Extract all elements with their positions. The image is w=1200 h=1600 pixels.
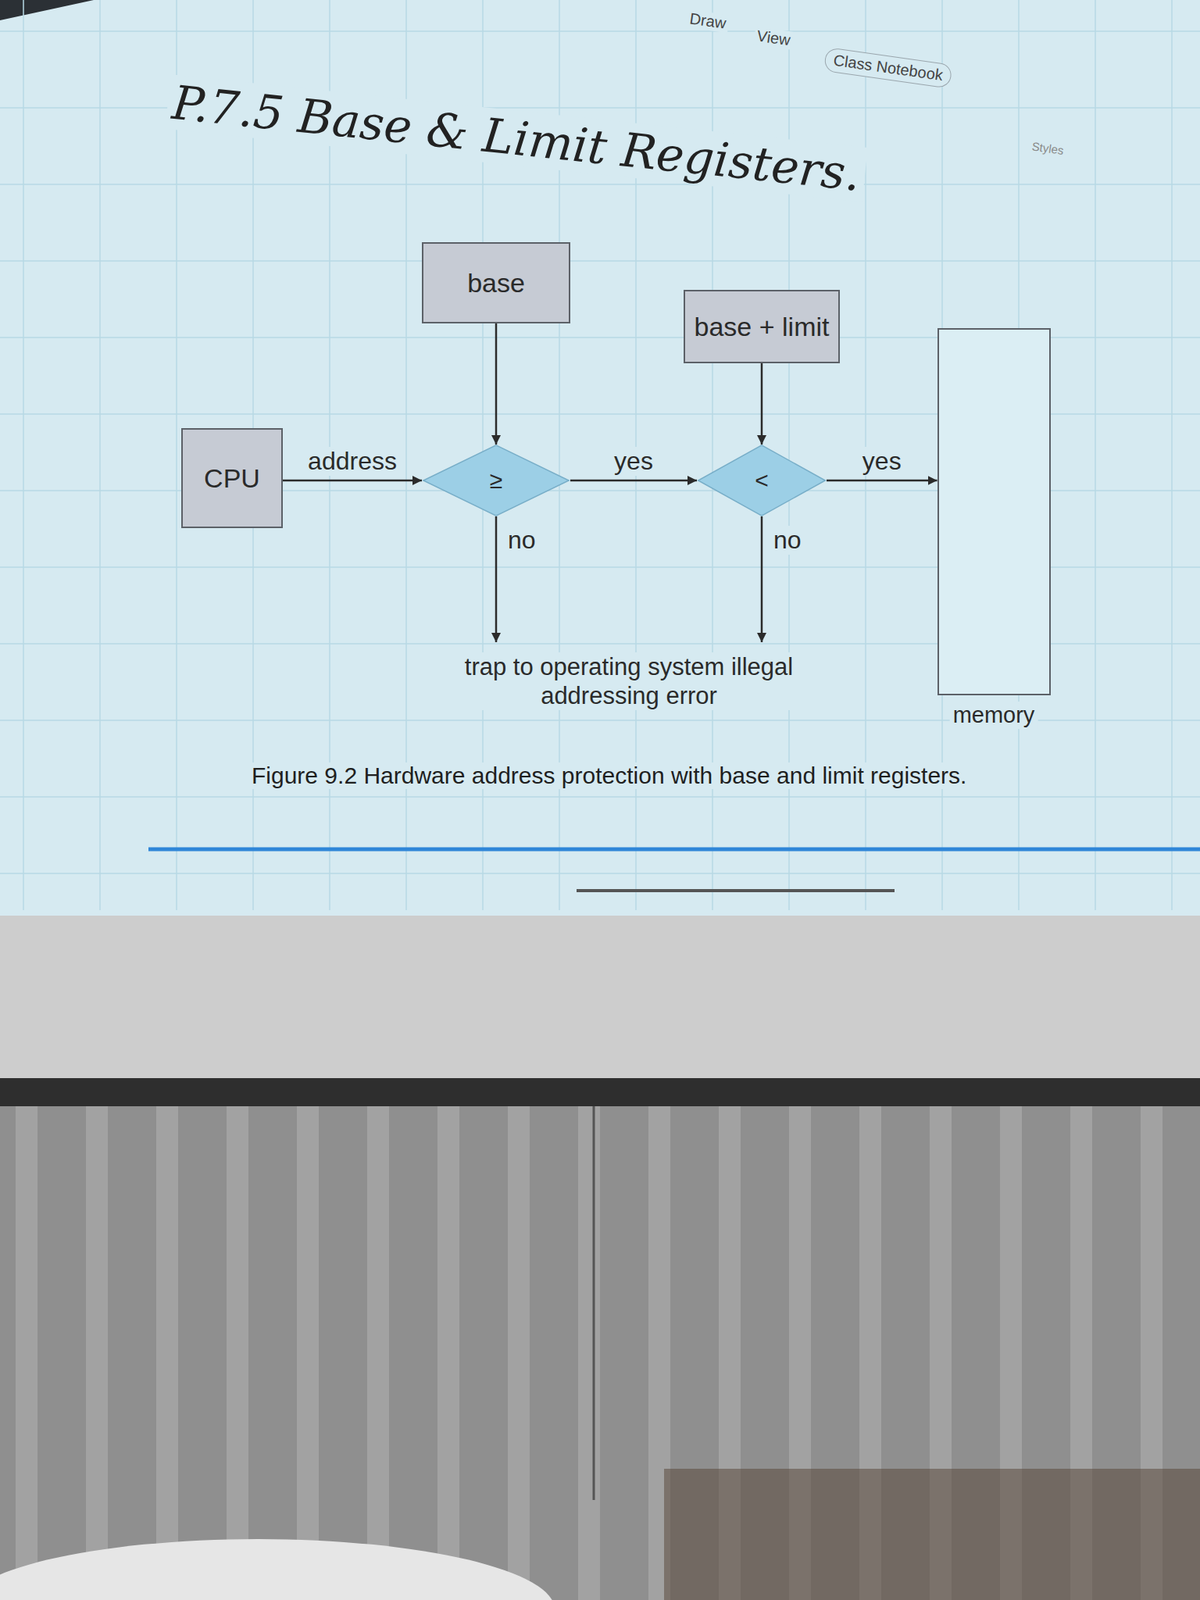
yes-arrow — [826, 479, 938, 483]
handwritten-title: P.7.5 Base & Limit Registers. — [164, 74, 868, 202]
decision-diamond: < — [696, 444, 827, 517]
no-arrow — [495, 516, 498, 643]
no-arrow — [760, 516, 764, 643]
projected-screen — [0, 0, 1200, 916]
edge-label: yes — [860, 446, 904, 476]
menu-item: View — [753, 26, 794, 50]
grid-lines — [0, 0, 1200, 911]
comparison-symbol: < — [754, 466, 769, 495]
screen-corner — [0, 0, 94, 21]
node-label: memory — [950, 701, 1039, 729]
foreground-object — [0, 1539, 555, 1600]
yes-arrow — [570, 479, 697, 483]
memory-block: memory — [937, 328, 1051, 696]
edge-label: address — [305, 446, 400, 476]
edge-label: yes — [611, 446, 656, 476]
limit-register-box: base + limit — [683, 289, 841, 364]
styles-button: Styles — [1028, 139, 1068, 158]
figure-caption: Figure 9.2 Hardware address protection w… — [248, 762, 970, 790]
node-label: base + limit — [694, 310, 830, 343]
decision-diamond: ≥ — [421, 444, 571, 517]
window-blinds — [0, 1106, 1200, 1600]
base-register-box: base — [421, 242, 571, 324]
cpu-box: CPU — [181, 428, 283, 529]
address-arrow — [282, 479, 422, 483]
base-arrow — [495, 323, 498, 445]
node-label: base — [467, 267, 525, 300]
node-label: CPU — [203, 462, 261, 495]
menu-item: Draw — [685, 9, 729, 33]
trap-message: trap to operating system illegal address… — [446, 652, 812, 711]
comparison-symbol: ≥ — [489, 466, 503, 495]
trap-text-node: trap to operating system illegal address… — [446, 642, 812, 721]
wall — [0, 915, 1200, 1082]
limit-arrow — [760, 363, 764, 445]
scroll-bar — [576, 889, 895, 893]
edge-label: no — [771, 525, 804, 555]
edge-label: no — [505, 525, 539, 555]
blue-rule — [148, 847, 1200, 852]
screen-housing — [0, 1078, 1200, 1107]
notebook-tab: Class Notebook — [823, 46, 954, 89]
